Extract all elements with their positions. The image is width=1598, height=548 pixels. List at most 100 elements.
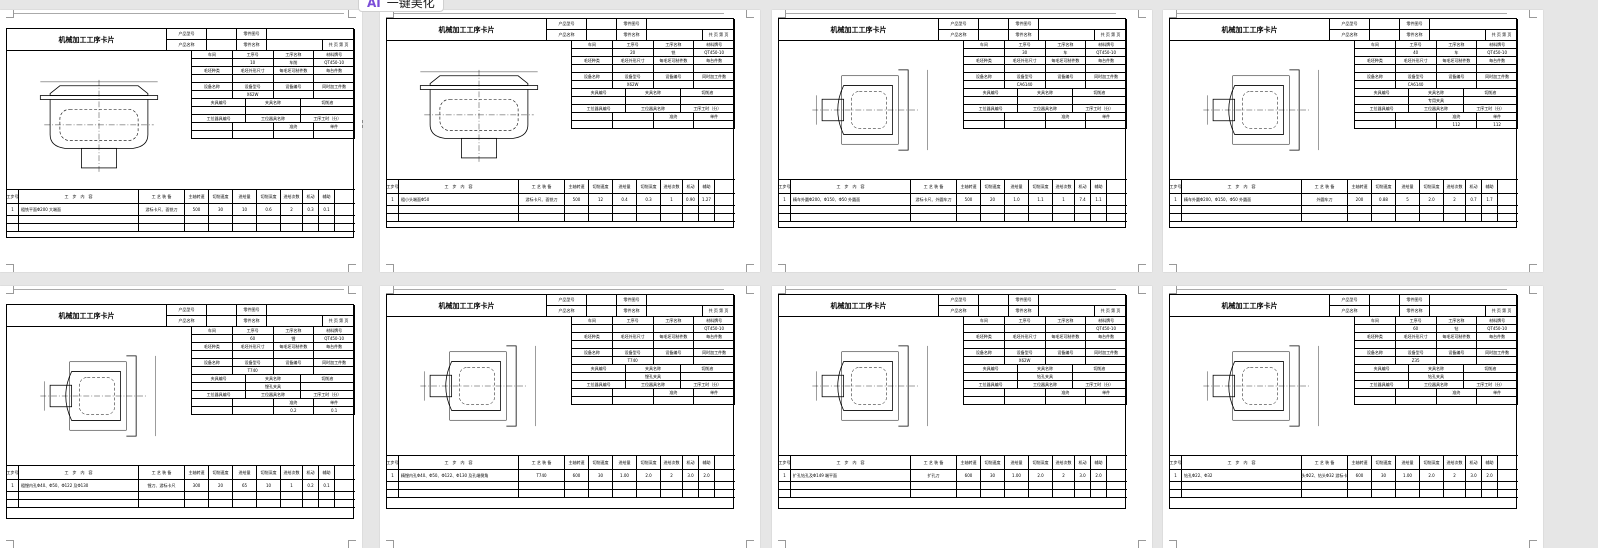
step-cell (1302, 214, 1348, 221)
info-cell: 每台件数 (1086, 57, 1127, 64)
info-cell (1005, 397, 1046, 404)
document-page[interactable]: 机械加工工序卡片产品型号零件图号产品名称零件名称共 页 第 页 车间工序号工序名… (0, 286, 362, 548)
info-cell: 20 (613, 49, 654, 56)
info-row: 工位器具编号工位器具名称工序工时（分） (1355, 381, 1518, 389)
info-cell: 工序名称 (1437, 41, 1478, 48)
step-cell: 3.0 (1075, 470, 1091, 481)
step-cell (1091, 490, 1107, 497)
card-title: 机械加工工序卡片 (1170, 295, 1330, 317)
info-cell: 设备名称 (964, 73, 1005, 80)
step-cell: 2.0 (1029, 470, 1053, 481)
step-cell (1420, 490, 1444, 497)
info-cell: 单件 (314, 123, 355, 130)
info-cell (964, 65, 1005, 72)
document-page[interactable]: 机械加工工序卡片产品型号零件图号产品名称零件名称共 页 第 页 车间工序号工序名… (1163, 10, 1543, 272)
info-cell (694, 81, 735, 88)
step-cell (1348, 206, 1372, 213)
info-cell: QT450-10 (1086, 325, 1127, 332)
step-cell (1348, 214, 1372, 221)
step-cell (185, 216, 209, 223)
info-cell: 工序工时（分） (1464, 381, 1518, 388)
info-cell (964, 373, 1019, 380)
steps-header-cell: 主轴转速 (565, 456, 589, 469)
steps-header: 工步号工 步 内 容工 艺 装 备主轴转速切削速度进给量切削深度进给次数机动辅助 (1170, 180, 1518, 194)
step-cell (387, 482, 399, 489)
step-cell: 游标卡尺、外圆车刀 (911, 194, 957, 205)
step-cell (399, 490, 519, 497)
info-cell: 工序号 (1005, 317, 1046, 324)
info-cell: 112 (1437, 121, 1478, 128)
header-value (587, 306, 617, 317)
header-value (979, 295, 1009, 306)
step-cell (1444, 214, 1466, 221)
info-cell: 同时加工件数 (1086, 73, 1127, 80)
info-cell: 设备型号 (233, 359, 274, 366)
step-cell: 12 (589, 194, 613, 205)
ai-beautify-button[interactable]: AI 一键美化 (358, 0, 444, 12)
step-cell: 200 (1348, 194, 1372, 205)
document-page[interactable]: 机械加工工序卡片产品型号零件图号产品名称零件名称共 页 第 页 车间工序号工序名… (0, 10, 362, 272)
info-cell: 切削液 (301, 375, 355, 382)
info-row: 夹具编号夹具名称切削液 (192, 375, 355, 383)
info-row: 钻孔夹具 (964, 373, 1127, 381)
step-cell (1444, 206, 1466, 213)
info-cell: 车削 (274, 59, 315, 66)
step-cell (683, 490, 699, 497)
step-cell: T740 (519, 470, 565, 481)
step-cell (519, 206, 565, 213)
step-cell: 0.1 (319, 204, 335, 215)
header-value (647, 19, 735, 30)
crop-mark (386, 264, 394, 272)
info-cell: 单件 (1086, 113, 1127, 120)
info-cell (1355, 397, 1396, 404)
info-cell (572, 397, 613, 404)
step-cell (1053, 214, 1075, 221)
info-cell: 夹具名称 (1409, 365, 1464, 372)
steps-header-cell: 机动 (1466, 180, 1482, 193)
header-value (647, 30, 703, 41)
steps-header-cell: 切削速度 (209, 190, 233, 203)
step-cell: 0.6 (257, 204, 281, 215)
document-page[interactable]: 机械加工工序卡片产品型号零件图号产品名称零件名称共 页 第 页 车间工序号工序名… (1163, 286, 1543, 548)
card-title: 机械加工工序卡片 (1170, 19, 1330, 41)
steps-header: 工步号工 步 内 容工 艺 装 备主轴转速切削速度进给量切削深度进给次数机动辅助 (387, 456, 735, 470)
info-cell: QT450-10 (694, 325, 735, 332)
table-row (387, 482, 735, 490)
info-cell: 夹具编号 (1355, 89, 1410, 96)
info-cell: 工位器具编号 (572, 381, 627, 388)
header-value (587, 30, 617, 41)
step-cell: 600 (565, 470, 589, 481)
step-cell (19, 216, 139, 223)
info-cell (1477, 81, 1518, 88)
crop-mark (746, 286, 754, 294)
drawing-area (391, 45, 567, 179)
steps-header-cell: 主轴转速 (185, 190, 209, 203)
step-cell (1466, 214, 1482, 221)
info-cell (572, 97, 627, 104)
steps-header-cell: 切削深度 (1420, 456, 1444, 469)
header-value (207, 29, 237, 40)
document-page[interactable]: 机械加工工序卡片产品型号零件图号产品名称零件名称共 页 第 页 车间工序号工序名… (772, 286, 1152, 548)
step-cell (303, 492, 319, 499)
document-page[interactable]: 机械加工工序卡片产品型号零件图号产品名称零件名称共 页 第 页 车间工序号工序名… (380, 286, 760, 548)
steps-header-cell: 进给次数 (661, 456, 683, 469)
step-cell (1372, 490, 1396, 497)
step-cell (1005, 490, 1029, 497)
info-cell: 钻孔夹具 (1018, 373, 1073, 380)
step-cell (1466, 490, 1482, 497)
info-cell (626, 97, 681, 104)
info-cell: 夹具名称 (626, 89, 681, 96)
info-row: 毛坯种类毛坯外形尺寸每毛坯可制件数每台件数 (1355, 333, 1518, 341)
step-cell (1091, 206, 1107, 213)
crop-mark (1169, 286, 1177, 294)
steps-header: 工步号工 步 内 容工 艺 装 备主轴转速切削速度进给量切削深度进给次数机动辅助 (779, 456, 1127, 470)
info-row: 毛坯种类毛坯外形尺寸每毛坯可制件数每台件数 (192, 67, 355, 75)
step-cell (1372, 214, 1396, 221)
document-page[interactable]: 机械加工工序卡片产品型号零件图号产品名称零件名称共 页 第 页 车间工序号工序名… (772, 10, 1152, 272)
table-row (7, 500, 355, 508)
document-page[interactable]: 机械加工工序卡片产品型号零件图号产品名称零件名称共 页 第 页 车间工序号工序名… (380, 10, 760, 272)
